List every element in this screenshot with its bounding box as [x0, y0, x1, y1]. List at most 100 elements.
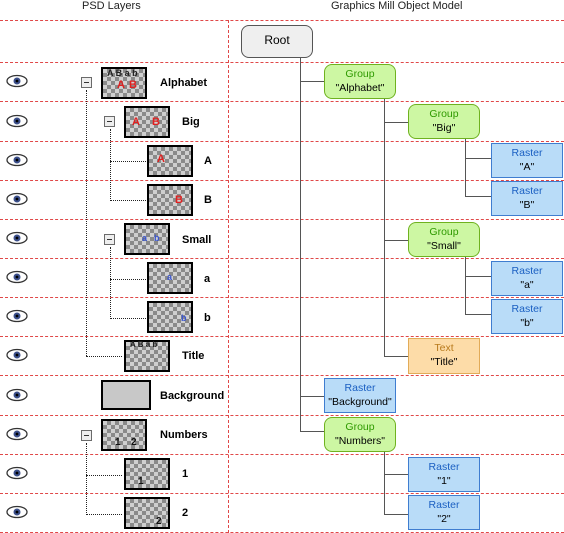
- tree-connector: [110, 247, 111, 319]
- node-name: "Title": [430, 356, 458, 368]
- tree-connector: [110, 200, 146, 201]
- model-connector: [465, 256, 466, 314]
- group-node-numbers[interactable]: Group "Numbers": [324, 417, 396, 452]
- row-separator: [0, 454, 564, 455]
- group-node-alphabet[interactable]: Group "Alphabet": [324, 64, 396, 99]
- node-type: Group: [345, 68, 375, 80]
- row-separator: [0, 141, 564, 142]
- model-connector: [384, 240, 408, 241]
- model-connector: [384, 474, 408, 475]
- node-name: "Numbers": [334, 435, 386, 447]
- layer-thumbnail-alphabet: A B a b A B: [101, 67, 147, 99]
- layer-label: A: [204, 155, 212, 167]
- raster-node-1[interactable]: Raster "1": [408, 457, 480, 492]
- tree-connector: [110, 161, 146, 162]
- layer-label: Numbers: [160, 429, 208, 441]
- tree-connector: [110, 129, 111, 201]
- node-name: "b": [520, 317, 534, 329]
- node-type: Group: [429, 226, 459, 238]
- model-connector: [465, 196, 491, 197]
- row-separator: [0, 415, 564, 416]
- layer-label: B: [204, 194, 212, 206]
- node-type: Group: [429, 108, 459, 120]
- layer-label: 2: [182, 507, 189, 519]
- raster-node-a-upper[interactable]: Raster "A": [491, 143, 563, 178]
- eye-icon[interactable]: [6, 114, 28, 128]
- raster-node-background[interactable]: Raster "Background": [324, 378, 396, 413]
- layer-label: Title: [182, 350, 205, 362]
- eye-icon[interactable]: [6, 505, 28, 519]
- layer-thumbnail-big: A B: [124, 106, 170, 138]
- collapse-toggle-alphabet[interactable]: [81, 77, 92, 88]
- collapse-toggle-small[interactable]: [104, 234, 115, 245]
- eye-icon[interactable]: [6, 388, 28, 402]
- row-separator: [0, 493, 564, 494]
- row-separator: [0, 20, 564, 21]
- column-separator: [228, 20, 229, 533]
- eye-icon[interactable]: [6, 348, 28, 362]
- row-separator: [0, 62, 564, 63]
- root-node[interactable]: Root: [241, 25, 313, 58]
- node-name: "2": [437, 513, 451, 525]
- tree-connector: [110, 279, 146, 280]
- node-name: "Alphabet": [335, 82, 385, 94]
- node-name: "B": [519, 199, 535, 211]
- row-separator: [0, 101, 564, 102]
- collapse-toggle-numbers[interactable]: [81, 430, 92, 441]
- collapse-toggle-big[interactable]: [104, 116, 115, 127]
- row-separator: [0, 258, 564, 259]
- model-connector: [384, 448, 385, 514]
- row-separator: [0, 336, 564, 337]
- raster-node-a-lower[interactable]: Raster "a": [491, 261, 563, 296]
- model-connector: [300, 58, 301, 431]
- tree-connector: [86, 475, 122, 476]
- group-node-small[interactable]: Group "Small": [408, 222, 480, 257]
- node-type: Group: [345, 421, 375, 433]
- layer-thumbnail-a-upper: A: [147, 145, 193, 177]
- node-type: Raster: [344, 382, 376, 394]
- layer-thumbnail-small: a b: [124, 223, 170, 255]
- text-node-title[interactable]: Text "Title": [408, 338, 480, 374]
- node-type: Raster: [511, 147, 543, 159]
- layer-label: Alphabet: [160, 77, 208, 89]
- layer-thumbnail-a-lower: a: [147, 262, 193, 294]
- node-type: Raster: [511, 265, 543, 277]
- layer-label: Big: [182, 116, 200, 128]
- tree-connector: [86, 356, 122, 357]
- layer-label: 1: [182, 468, 189, 480]
- node-name: "a": [520, 279, 534, 291]
- model-connector: [300, 81, 324, 82]
- eye-icon[interactable]: [6, 192, 28, 206]
- eye-icon[interactable]: [6, 427, 28, 441]
- eye-icon[interactable]: [6, 309, 28, 323]
- eye-icon[interactable]: [6, 466, 28, 480]
- group-node-big[interactable]: Group "Big": [408, 104, 480, 139]
- layer-thumbnail-b-lower: b: [147, 301, 193, 333]
- layer-thumbnail-2: 2: [124, 497, 170, 529]
- tree-connector: [86, 90, 87, 356]
- row-separator: [0, 375, 564, 376]
- eye-icon[interactable]: [6, 270, 28, 284]
- node-type: Text: [434, 342, 454, 354]
- layer-label: b: [204, 312, 211, 324]
- tree-connector: [110, 318, 146, 319]
- eye-icon[interactable]: [6, 74, 28, 88]
- layer-thumbnail-background: [101, 380, 151, 410]
- tree-connector: [86, 514, 122, 515]
- node-type: Raster: [428, 499, 460, 511]
- raster-node-b-lower[interactable]: Raster "b": [491, 299, 563, 334]
- eye-icon[interactable]: [6, 231, 28, 245]
- layer-thumbnail-numbers: 1 2: [101, 419, 147, 451]
- raster-node-2[interactable]: Raster "2": [408, 495, 480, 530]
- model-connector: [384, 122, 408, 123]
- model-connector: [465, 276, 491, 277]
- node-type: Raster: [511, 185, 543, 197]
- raster-node-b-upper[interactable]: Raster "B": [491, 181, 563, 216]
- node-name: "A": [519, 161, 535, 173]
- eye-icon[interactable]: [6, 153, 28, 167]
- model-connector: [465, 158, 491, 159]
- layer-thumbnail-1: 1: [124, 458, 170, 490]
- node-type: Raster: [511, 303, 543, 315]
- model-connector: [300, 431, 324, 432]
- object-model-header: Graphics Mill Object Model: [331, 0, 463, 12]
